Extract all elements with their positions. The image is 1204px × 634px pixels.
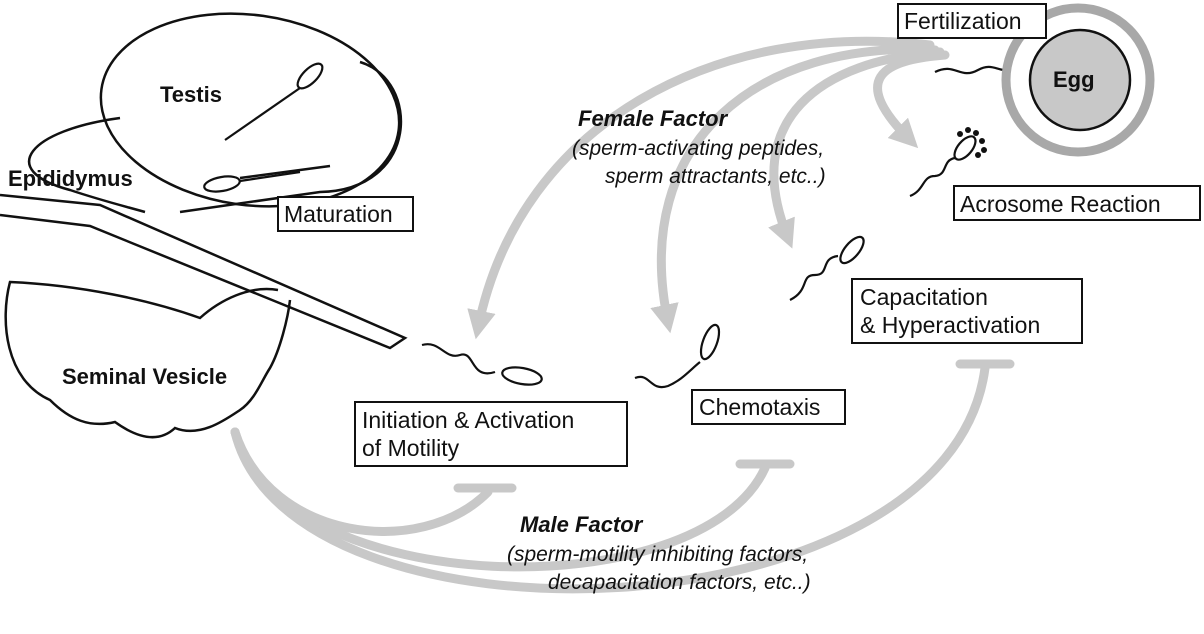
- female-factor-line1: (sperm-activating peptides,: [572, 137, 824, 160]
- arrow-to-chemotaxis: [650, 44, 940, 334]
- sperm-in-epididymus: [203, 170, 301, 193]
- acrosome-box: [953, 185, 1201, 221]
- chemotaxis-label: Chemotaxis: [699, 394, 820, 420]
- male-factor-line1: (sperm-motility inhibiting factors,: [507, 543, 808, 566]
- capacitation-label-line2: & Hyperactivation: [860, 312, 1040, 338]
- arrow-to-acrosome: [873, 50, 950, 149]
- sperm-acrosome: [909, 135, 977, 198]
- vas-deferens: [0, 193, 408, 350]
- maturation-box: [277, 196, 414, 232]
- arrow-to-capacitation: [768, 47, 945, 249]
- egg-label: Egg: [1053, 67, 1095, 92]
- epididymus-organ: [28, 60, 403, 214]
- testis-label: Testis: [160, 82, 222, 107]
- acrosome-granules: [957, 127, 987, 158]
- sperm-in-testis: [224, 62, 324, 141]
- female-factor-title: Female Factor: [578, 106, 729, 131]
- male-factor-title: Male Factor: [520, 512, 644, 537]
- initiation-label-line1: Initiation & Activation: [362, 407, 574, 433]
- initiation-label-line2: of Motility: [362, 435, 460, 461]
- sperm-capacitation: [789, 235, 865, 301]
- maturation-label: Maturation: [284, 201, 393, 227]
- seminal-vesicle-organ: [4, 280, 292, 439]
- seminal-vesicle-label: Seminal Vesicle: [62, 364, 227, 389]
- capacitation-box: [851, 278, 1083, 344]
- capacitation-label-line1: Capacitation: [860, 284, 988, 310]
- female-factor-arrows: [467, 36, 950, 340]
- inhibit-capacitation: [230, 363, 990, 594]
- testis-ellipse: [99, 12, 401, 208]
- chemotaxis-box: [691, 389, 846, 425]
- epididymus-label: Epididymus: [8, 166, 133, 191]
- egg-cell: [1001, 3, 1155, 157]
- fertilization-label: Fertilization: [904, 8, 1022, 34]
- male-factor-line2: decapacitation factors, etc..): [548, 571, 811, 594]
- fertilization-box: [897, 3, 1047, 39]
- initiation-box: [354, 401, 628, 467]
- sperm-chemotaxis: [634, 323, 721, 389]
- acrosome-label: Acrosome Reaction: [960, 191, 1161, 217]
- testis-organ: [99, 12, 401, 208]
- sperm-initiation: [421, 343, 543, 386]
- male-factor-inhibitions: [230, 359, 1015, 594]
- arrow-to-initiation: [467, 36, 935, 340]
- stage-boxes: [277, 3, 1201, 467]
- female-factor-line2: sperm attractants, etc..): [605, 165, 826, 188]
